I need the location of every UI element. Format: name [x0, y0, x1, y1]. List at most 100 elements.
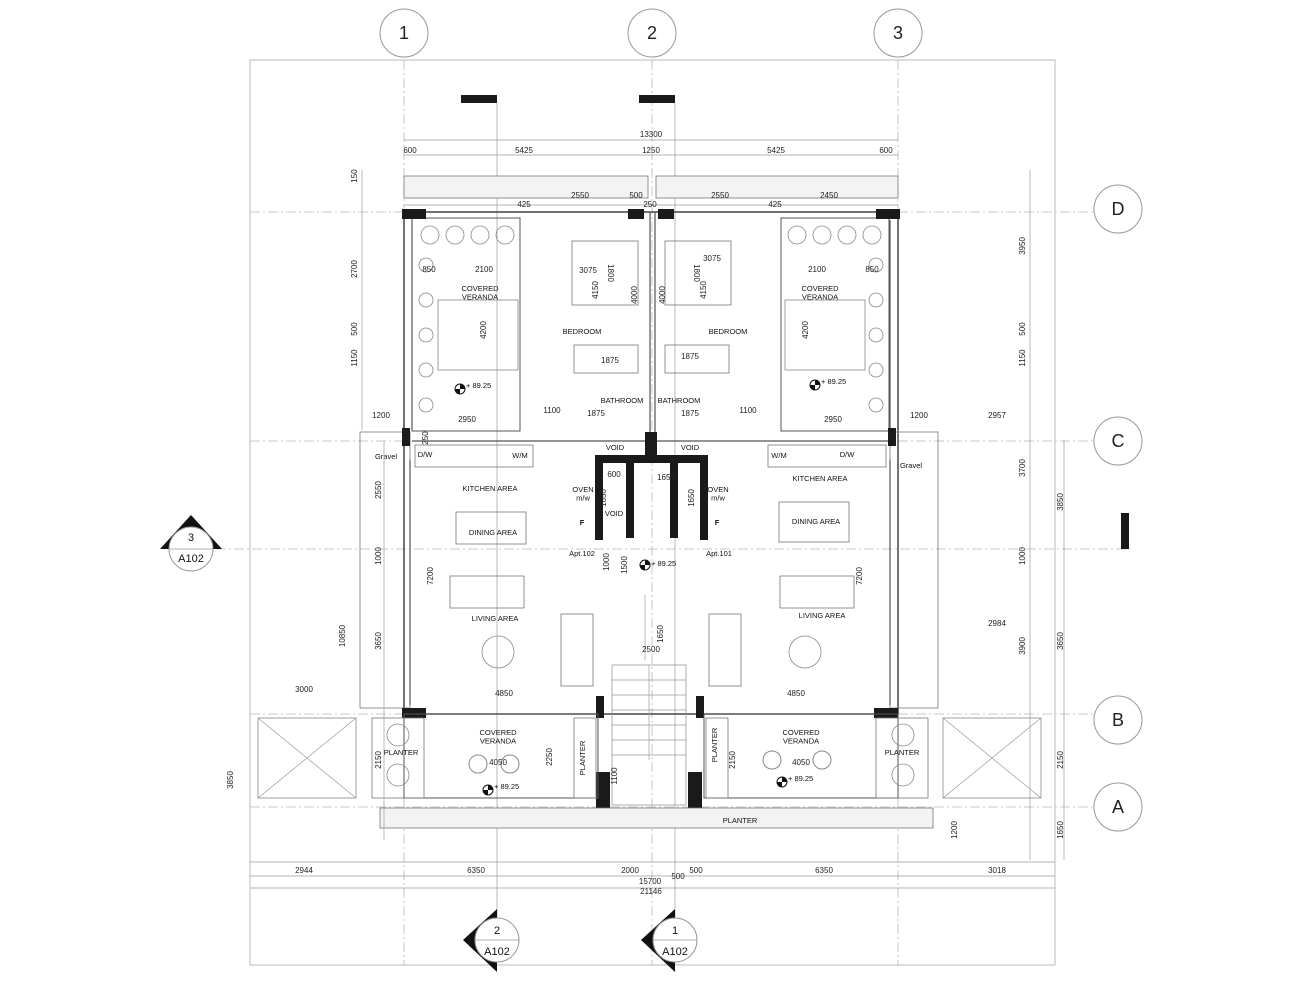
- dim-room: 1650: [656, 625, 665, 643]
- dim-top-inner: 250: [643, 200, 657, 209]
- dim-room: 850: [422, 265, 436, 274]
- dim-room: 4050: [489, 758, 507, 767]
- structural-columns: [402, 209, 900, 808]
- label-wm-right: W/M: [771, 451, 786, 460]
- section-number: 2: [494, 925, 500, 937]
- label-living-left: LIVING AREA: [472, 614, 519, 623]
- section-cut-mark: [1121, 513, 1129, 549]
- section-marker-1[interactable]: 1 A102: [641, 909, 698, 972]
- dim-top-total: 13300: [640, 130, 663, 139]
- stair: [611, 595, 687, 806]
- dim-room: 500: [350, 322, 359, 336]
- dim-room: 1875: [601, 356, 619, 365]
- label-planter-right: PLANTER: [885, 748, 920, 757]
- dim-bottom-mid: 15700: [639, 877, 662, 886]
- dim-room: 4050: [792, 758, 810, 767]
- dim-room: 1000: [374, 547, 383, 565]
- dim-room: 1100: [610, 767, 619, 785]
- label-bathroom-right: BATHROOM: [658, 396, 701, 405]
- dim-room: 150: [350, 169, 359, 183]
- dim-room: 1875: [587, 409, 605, 418]
- label-void-right: VOID: [681, 443, 700, 452]
- dim-top: 1250: [642, 146, 660, 155]
- label-living-right: LIVING AREA: [799, 611, 846, 620]
- section-cut-mark: [639, 95, 675, 103]
- dim-room: 4000: [658, 286, 667, 304]
- dim-bottom: 2000: [621, 866, 639, 875]
- grid-bubble-C: C: [1093, 416, 1143, 466]
- dim-room: 2950: [824, 415, 842, 424]
- dim-top: 5425: [515, 146, 533, 155]
- label-kitchen-left: KITCHEN AREA: [462, 484, 517, 493]
- dim-room: 1100: [543, 406, 561, 415]
- dim-bottom: 3018: [988, 866, 1006, 875]
- dim-bottom: 6350: [815, 866, 833, 875]
- dim-room: 2100: [475, 265, 493, 274]
- level-marker: + 89.25: [776, 774, 813, 788]
- grid-bubble-1: 1: [379, 8, 429, 58]
- dim-room: 1150: [350, 349, 359, 367]
- dim-top-inner: 425: [768, 200, 782, 209]
- dim-room: 1000: [1018, 547, 1027, 565]
- site-boundary: [249, 59, 1056, 966]
- section-marker-2[interactable]: 2 A102: [463, 909, 520, 972]
- dim-room: 3075: [579, 266, 597, 275]
- dim-room: 2150: [374, 751, 383, 769]
- label-dining-left: DINING AREA: [469, 528, 517, 537]
- dim-top: 600: [879, 146, 893, 155]
- dim-top: 600: [403, 146, 417, 155]
- dim-room: 4000: [630, 286, 639, 304]
- label-bedroom-left: BEDROOM: [563, 327, 602, 336]
- level-marker: + 89.25: [482, 782, 519, 796]
- dim-room: 2500: [642, 645, 660, 654]
- dim-room: 1650: [657, 473, 675, 482]
- label-dw-right: D/W: [840, 450, 856, 459]
- label-planter-stair-left: PLANTER: [578, 740, 587, 775]
- dim-room: 300: [402, 429, 411, 443]
- dim-room: 3075: [703, 254, 721, 263]
- label-planter-stair-right: PLANTER: [710, 727, 719, 762]
- grid-bubble-A: A: [1093, 782, 1143, 832]
- dim-room: 2100: [808, 265, 826, 274]
- label-planter-left: PLANTER: [384, 748, 419, 757]
- label-fridge-left: F: [580, 518, 585, 527]
- grid-label-1: 1: [399, 23, 409, 43]
- dim-top-inner: 2450: [820, 191, 838, 200]
- dim-room: 10850: [338, 624, 347, 647]
- dim-room: 500: [1018, 322, 1027, 336]
- section-sheet: A102: [484, 946, 510, 958]
- dim-room: 2550: [374, 481, 383, 499]
- level-text: + 89.25: [494, 782, 519, 791]
- label-void-left: VOID: [606, 443, 625, 452]
- dim-room: 7200: [426, 567, 435, 585]
- level-markers: + 89.25 + 89.25 + 89.25 + 89.25 + 89.25: [454, 377, 846, 796]
- section-marker-3[interactable]: 3 A102: [160, 515, 222, 572]
- label-wm-left: W/M: [512, 451, 527, 460]
- level-marker: + 89.25: [809, 377, 846, 391]
- dim-room: 4850: [495, 689, 513, 698]
- grid-label-3: 3: [893, 23, 903, 43]
- section-sheet: A102: [662, 946, 688, 958]
- dim-top-inner: 2550: [571, 191, 589, 200]
- dim-room: 1650: [687, 489, 696, 507]
- dim-bottom-mid: 500: [671, 872, 685, 881]
- label-dw-left: D/W: [418, 450, 434, 459]
- dim-room: 1875: [681, 352, 699, 361]
- dim-room: 4850: [787, 689, 805, 698]
- dim-room: 3850: [226, 771, 235, 789]
- label-void-shaft: VOID: [605, 509, 624, 518]
- dim-room: 3700: [1018, 459, 1027, 477]
- level-text: + 89.25: [651, 559, 676, 568]
- dim-top-inner: 500: [629, 191, 643, 200]
- dim-top: 5425: [767, 146, 785, 155]
- label-bathroom-left: BATHROOM: [601, 396, 644, 405]
- dim-bottom: 6350: [467, 866, 485, 875]
- label-gravel-left: Gravel: [375, 452, 397, 461]
- label-planter-front: PLANTER: [723, 816, 758, 825]
